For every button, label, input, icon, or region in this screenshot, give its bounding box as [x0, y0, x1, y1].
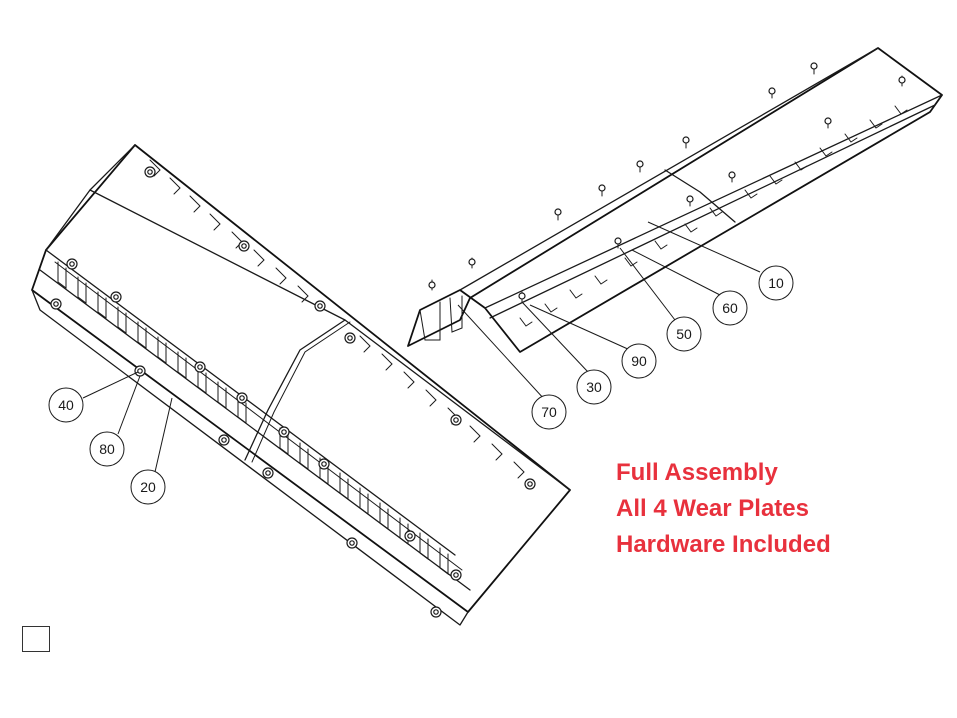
leader-lines: [82, 221, 761, 473]
callout-60: 60: [712, 290, 748, 326]
callout-label: 20: [140, 479, 156, 495]
callout-label: 80: [99, 441, 115, 457]
callout-50: 50: [666, 316, 702, 352]
callout-label: 40: [58, 397, 74, 413]
callout-20: 20: [130, 469, 166, 505]
callout-label: 30: [586, 379, 602, 395]
caption-line-3: Hardware Included: [616, 531, 831, 558]
left-wear-plate-assembly: [31, 144, 571, 626]
callout-30: 30: [576, 369, 612, 405]
callout-10: 10: [758, 265, 794, 301]
callout-80: 80: [89, 431, 125, 467]
callout-label: 10: [768, 275, 784, 291]
callout-label: 90: [631, 353, 647, 369]
checkbox-square: [22, 626, 50, 652]
callout-70: 70: [531, 394, 567, 430]
callout-label: 60: [722, 300, 738, 316]
callout-label: 70: [541, 404, 557, 420]
callout-90: 90: [621, 343, 657, 379]
callout-label: 50: [676, 326, 692, 342]
right-wear-plate-assembly: [407, 47, 943, 353]
caption-line-1: Full Assembly: [616, 459, 778, 486]
callout-40: 40: [48, 387, 84, 423]
caption-line-2: All 4 Wear Plates: [616, 495, 809, 522]
assembly-caption: Full Assembly All 4 Wear Plates Hardware…: [616, 455, 831, 563]
